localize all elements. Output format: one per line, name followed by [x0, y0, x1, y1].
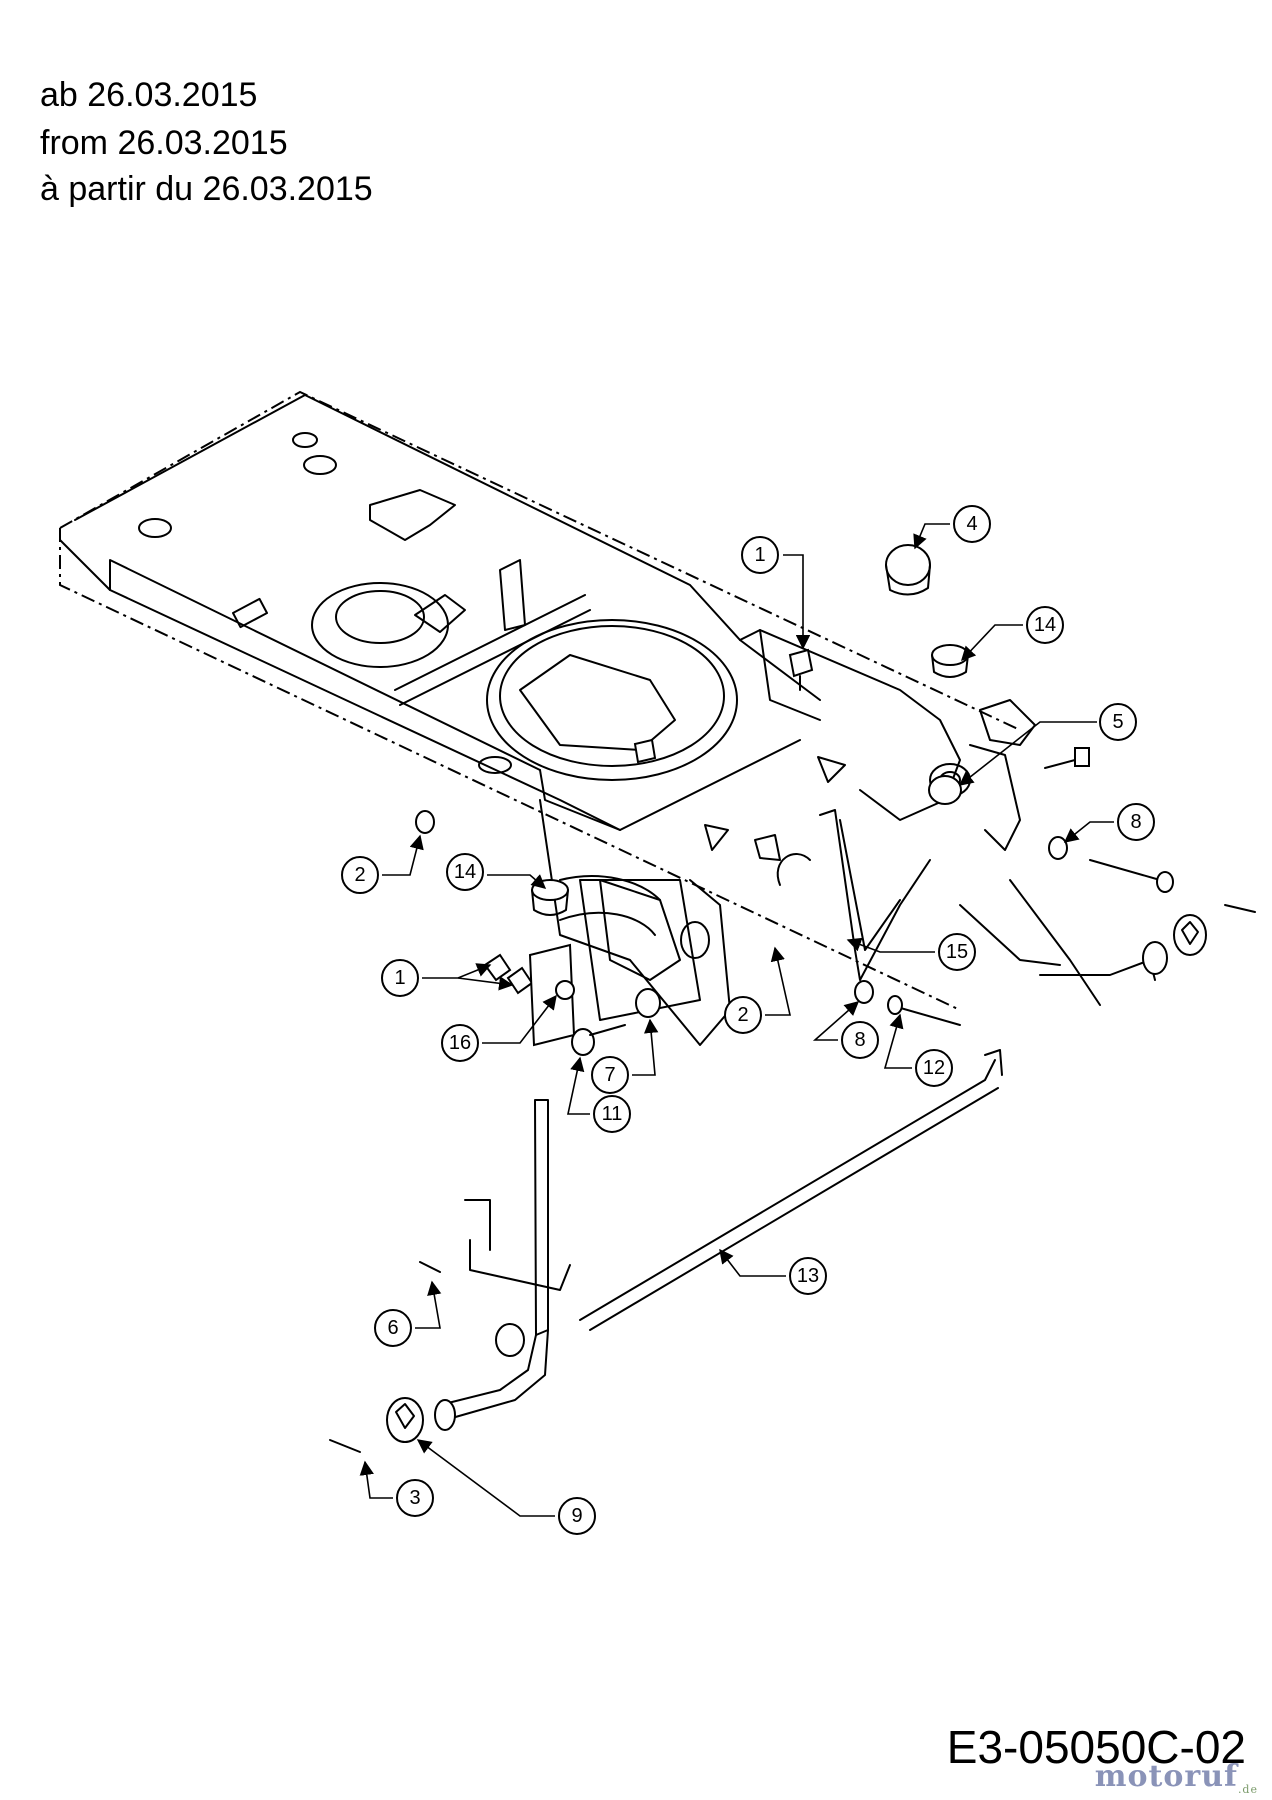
validity-date-english: from 26.03.2015	[40, 124, 288, 162]
svg-text:2: 2	[354, 864, 365, 886]
svg-text:1: 1	[394, 967, 405, 989]
callout-9[interactable]: 9	[416, 1439, 596, 1535]
callout-2-center[interactable]: 2	[724, 946, 791, 1034]
svg-text:9: 9	[571, 1505, 582, 1527]
svg-text:2: 2	[737, 1004, 748, 1026]
svg-text:3: 3	[409, 1487, 420, 1509]
callout-14-left[interactable]: 14	[446, 853, 547, 891]
callout-8-right[interactable]: 8	[1063, 803, 1155, 843]
svg-text:4: 4	[966, 513, 977, 535]
callout-2-left[interactable]: 2	[341, 834, 424, 894]
callout-1-left[interactable]: 1	[381, 959, 514, 997]
svg-text:13: 13	[797, 1265, 819, 1287]
callout-11[interactable]: 11	[567, 1056, 631, 1133]
svg-text:1: 1	[754, 544, 765, 566]
callout-5[interactable]: 5	[958, 703, 1137, 786]
callout-16[interactable]: 16	[441, 994, 557, 1062]
callout-8-left[interactable]: 8	[812, 1001, 879, 1059]
svg-text:7: 7	[604, 1064, 615, 1086]
svg-text:6: 6	[387, 1317, 398, 1339]
chassis-frame	[59, 390, 1036, 1046]
svg-text:12: 12	[923, 1057, 945, 1079]
diagram-code: E3-05050C-02	[946, 1721, 1246, 1773]
callout-14-right[interactable]: 14	[961, 606, 1064, 662]
svg-text:8: 8	[854, 1029, 865, 1051]
svg-text:11: 11	[602, 1103, 623, 1125]
callout-4[interactable]: 6	[374, 1280, 442, 1347]
svg-text:16: 16	[449, 1032, 471, 1054]
watermark-logo: motoruf.de	[1094, 1759, 1258, 1796]
callout-1-top[interactable]: 1	[741, 536, 811, 650]
svg-text:8: 8	[1130, 811, 1141, 833]
callout-3[interactable]: 3	[359, 1460, 434, 1517]
svg-text:14: 14	[454, 861, 476, 883]
svg-text:15: 15	[946, 941, 968, 963]
callout-6[interactable]: 4	[913, 505, 991, 550]
validity-date-german: ab 26.03.2015	[40, 76, 258, 114]
svg-text:14: 14	[1034, 614, 1056, 636]
validity-date-french: à partir du 26.03.2015	[40, 170, 373, 208]
parts	[329, 544, 1256, 1453]
callout-7[interactable]: 7	[591, 1018, 659, 1094]
callout-12[interactable]: 12	[883, 1013, 953, 1087]
svg-text:5: 5	[1112, 711, 1123, 733]
callout-13[interactable]: 13	[719, 1248, 827, 1295]
callout-15[interactable]: 15	[846, 933, 976, 971]
